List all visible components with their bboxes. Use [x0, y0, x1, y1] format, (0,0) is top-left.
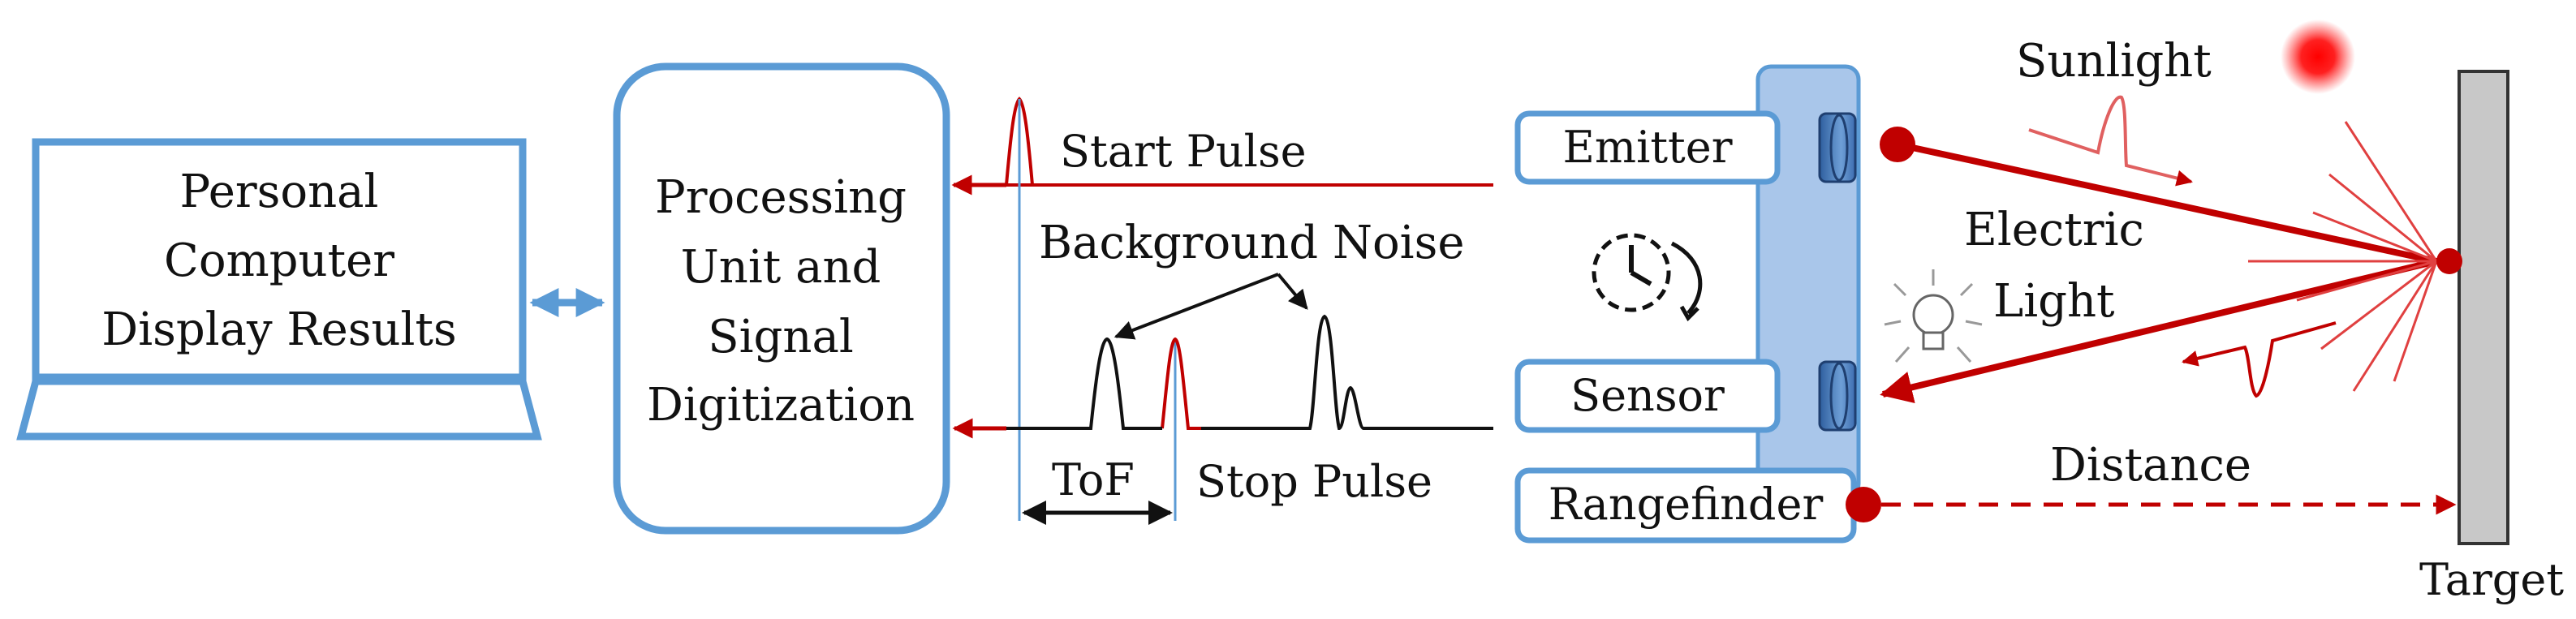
emitter-lens-icon	[1818, 112, 1857, 183]
pc-label-line-1: Personal	[180, 165, 379, 218]
reflection-rays	[2248, 121, 2438, 392]
stop-pulse-label: Stop Pulse	[1196, 456, 1432, 507]
sunlight-noise-pulse	[2028, 95, 2193, 187]
processing-label-line-3: Signal	[708, 311, 853, 363]
sun-icon	[2281, 19, 2355, 94]
pc-label-line-2: Computer	[164, 234, 394, 287]
reflected-beam	[1880, 258, 2437, 404]
rangefinder-label: Rangefinder	[1549, 479, 1824, 530]
sensor-box	[1514, 359, 1781, 433]
target-wall	[2458, 70, 2509, 545]
electric-light-label-line-2: Light	[1993, 275, 2115, 328]
light-bulb-icon	[1884, 269, 1983, 363]
processing-label-line-4: Digitization	[647, 379, 915, 432]
pc-label-line-3: Display Results	[101, 303, 456, 356]
background-noise-label: Background Noise	[1039, 217, 1464, 269]
processing-unit-box	[613, 62, 950, 535]
sensor-label: Sensor	[1570, 370, 1725, 421]
rangefinder-dot	[1846, 487, 1881, 522]
start-pulse-label: Start Pulse	[1060, 126, 1307, 177]
laptop-icon	[16, 138, 542, 441]
sensor-lens-icon	[1818, 360, 1857, 432]
processing-label-line-1: Processing	[655, 171, 907, 224]
noise-arrow-left	[1114, 273, 1279, 340]
emitter-box	[1514, 110, 1781, 185]
target-label: Target	[2419, 554, 2564, 605]
processing-label-line-2: Unit and	[681, 241, 881, 294]
electric-light-label-line-1: Electric	[1964, 204, 2144, 256]
stop-pulse-signal	[952, 314, 1493, 439]
tof-label: ToF	[1052, 454, 1135, 505]
emitted-beam	[1897, 141, 2437, 264]
clock-icon	[1592, 233, 1703, 322]
emitter-label: Emitter	[1562, 122, 1732, 173]
noise-arrow-right	[1277, 273, 1308, 310]
sunlight-label: Sunlight	[2016, 35, 2212, 88]
distance-label: Distance	[2050, 439, 2251, 492]
reflection-point	[2436, 248, 2462, 274]
electric-light-noise-pulse	[2182, 321, 2337, 398]
